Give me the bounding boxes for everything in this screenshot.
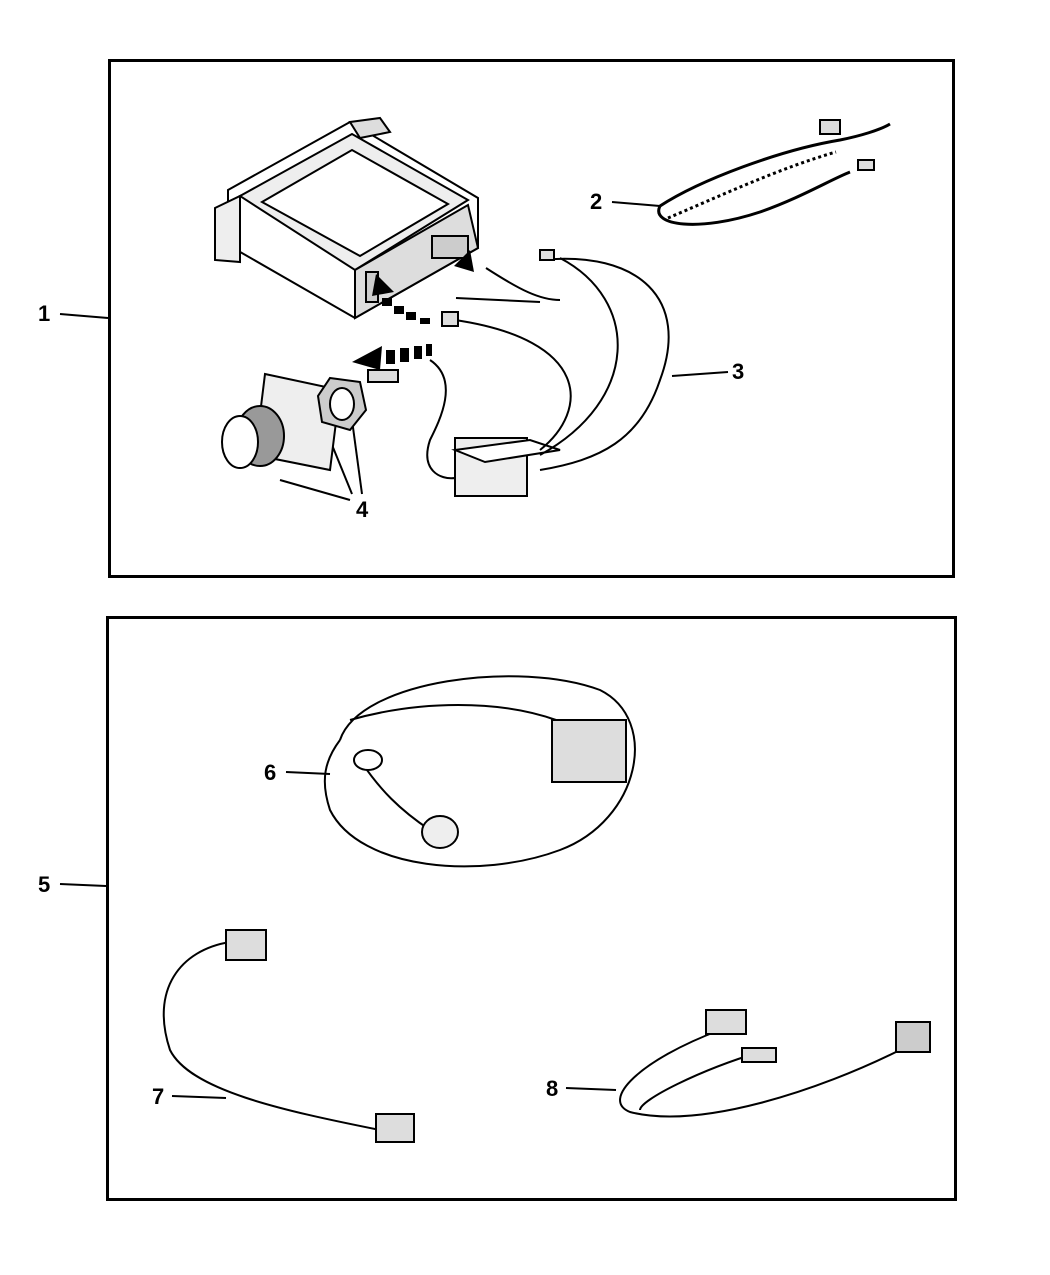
adapter-cable-icon <box>619 1009 931 1118</box>
leader-line-4b <box>329 439 353 495</box>
connection-arrow-icon <box>352 250 474 370</box>
callout-6: 6 <box>264 760 277 785</box>
leader-line-7 <box>171 1095 227 1099</box>
callout-8: 8 <box>546 1076 559 1101</box>
leader-line-3 <box>671 371 729 377</box>
leader-line-8 <box>565 1087 617 1091</box>
leader-line-4c <box>351 419 363 495</box>
leader-line-2 <box>611 201 661 207</box>
bottom-panel-frame <box>106 616 957 1201</box>
antenna-mount-icon <box>221 372 368 472</box>
coiled-cable-icon <box>657 119 891 226</box>
leader-line-6 <box>285 771 331 775</box>
callout-2: 2 <box>590 189 603 214</box>
cable-with-connector-icon <box>323 675 636 868</box>
callout-5: 5 <box>38 872 51 897</box>
callout-4: 4 <box>356 497 369 522</box>
callout-3: 3 <box>732 359 745 384</box>
leader-line-5 <box>59 883 107 887</box>
leader-line-1 <box>59 313 109 319</box>
antenna-harness-icon <box>367 249 670 497</box>
callout-1: 1 <box>38 301 51 326</box>
leader-line-4a <box>279 479 351 501</box>
top-panel-frame <box>108 59 955 578</box>
jumper-harness-icon <box>162 929 415 1143</box>
callout-7: 7 <box>152 1084 165 1109</box>
radio-receiver-icon <box>214 116 480 320</box>
